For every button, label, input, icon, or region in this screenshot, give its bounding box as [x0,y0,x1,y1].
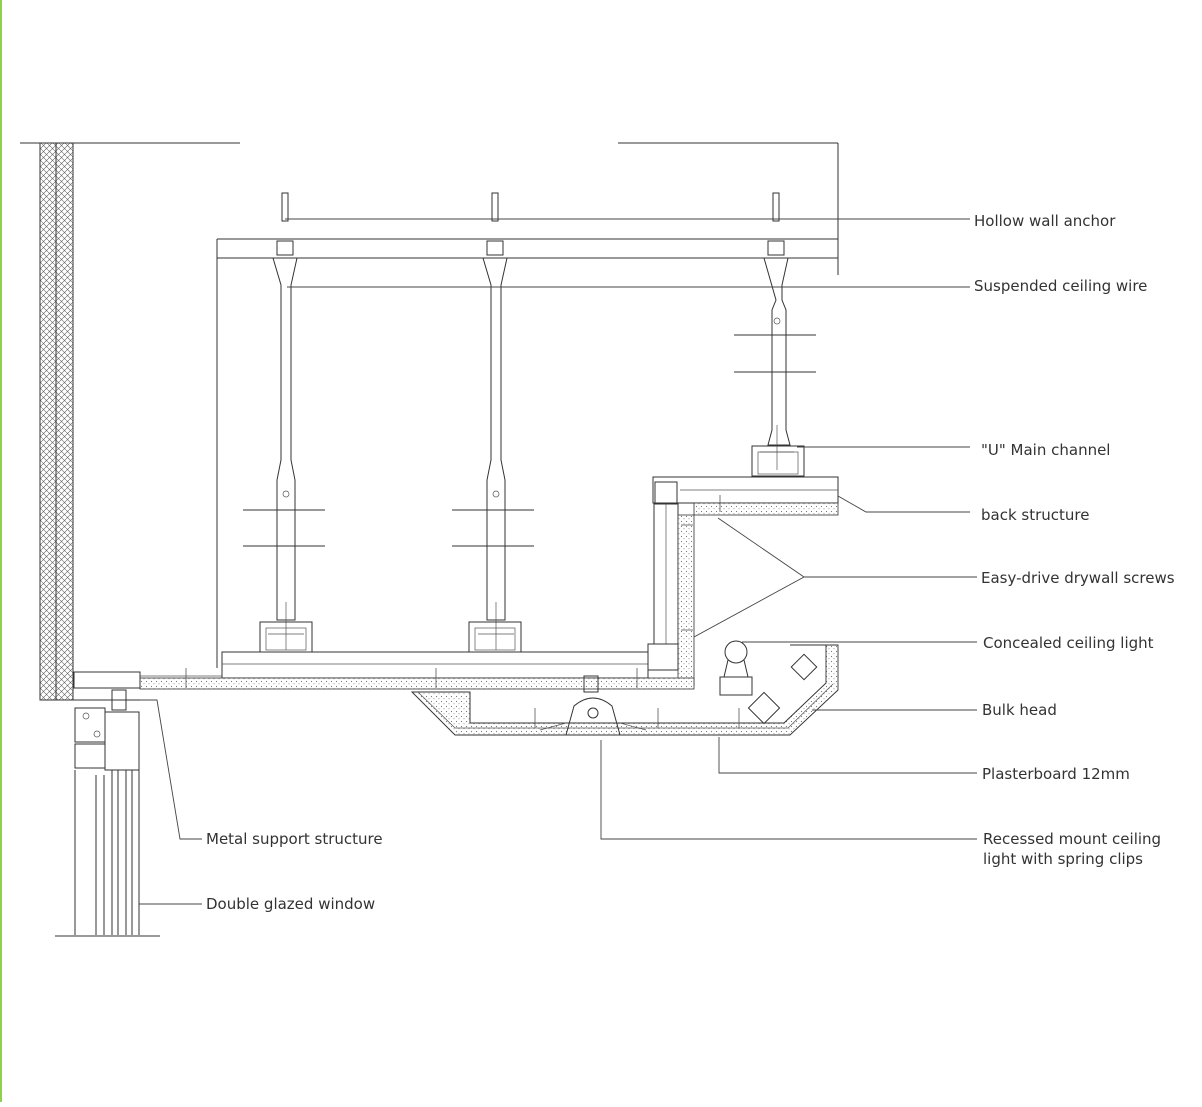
label-recessed-light-line1: Recessed mount ceiling [983,830,1162,848]
external-wall [20,142,839,701]
screws [185,495,740,728]
label-double-glazed: Double glazed window [206,895,376,913]
double-glazed-window [55,689,160,937]
label-recessed-light-line2: light with spring clips [983,850,1143,868]
label-plasterboard: Plasterboard 12mm [982,765,1130,783]
hanger-1 [243,192,325,653]
hanger-3 [734,192,816,477]
hanger-2 [452,192,534,653]
ceiling-slab [216,238,838,668]
label-bulk-head: Bulk head [982,701,1057,719]
label-easy-drive-screws: Easy-drive drywall screws [981,569,1175,587]
step-vertical-wall [653,503,695,686]
bulkhead [410,640,839,736]
label-hollow-wall-anchor: Hollow wall anchor [974,212,1116,230]
label-u-main-channel: "U" Main channel [981,441,1111,459]
upper-ceiling-step [652,258,839,516]
main-ceiling [73,643,695,690]
label-metal-support: Metal support structure [206,830,383,848]
leader-lines [139,218,977,905]
label-suspended-ceiling-wire: Suspended ceiling wire [974,277,1148,295]
label-concealed-ceiling-light: Concealed ceiling light [983,634,1154,652]
label-back-structure: back structure [981,506,1090,524]
